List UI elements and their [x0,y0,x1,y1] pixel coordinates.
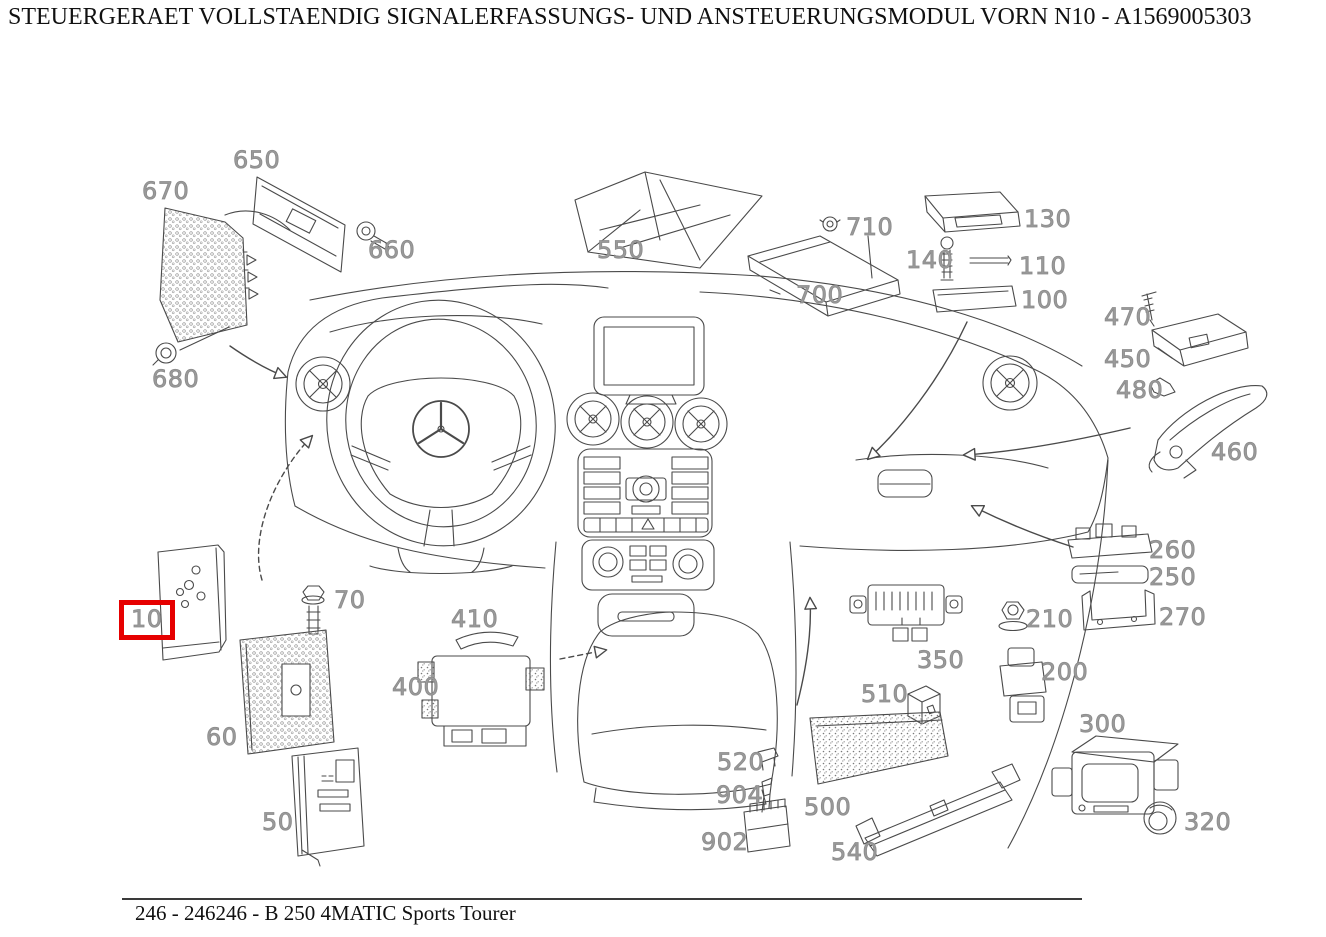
part-60-module [239,629,335,755]
part-300-head-unit [1051,735,1179,815]
part-700-control-module [747,235,901,317]
leader-arrows [179,235,1131,706]
part-110-pin [969,255,1012,266]
page-title: STEUERGERAET VOLLSTAENDIG SIGNALERFASSUN… [8,4,1252,30]
part-callout-480[interactable]: 480 [1116,376,1164,404]
part-callout-650[interactable]: 650 [233,146,281,174]
part-130-control-unit [924,191,1021,233]
part-callout-710[interactable]: 710 [846,213,894,241]
part-660-screw [356,221,391,250]
part-callout-902[interactable]: 902 [701,828,749,856]
part-670-bracket [159,207,291,343]
part-200-switch-module [999,647,1047,723]
model-info: 246 - 246246 - B 250 4MATIC Sports Toure… [135,901,516,925]
part-callout-410[interactable]: 410 [451,605,499,633]
part-650-panel [252,176,346,273]
part-520-fuse [757,747,779,771]
part-410-cover [455,631,519,650]
part-70-bolt [301,585,325,635]
part-callout-520[interactable]: 520 [717,748,765,776]
part-100-bracket [932,285,1017,313]
part-callout-50[interactable]: 50 [262,808,294,836]
part-320-grommet [1143,801,1177,835]
part-callout-260[interactable]: 260 [1149,536,1197,564]
part-callout-670[interactable]: 670 [142,177,190,205]
part-540-crossmember [855,763,1021,857]
part-callout-10-selected[interactable]: 10 [119,600,175,640]
part-callout-70[interactable]: 70 [334,586,366,614]
part-460-bracket-assembly [1148,385,1268,479]
center-display [593,316,705,405]
part-140-screw [940,236,954,281]
part-callout-904[interactable]: 904 [716,781,764,809]
part-902-fuse-holder [743,798,791,853]
part-50-module [291,747,365,867]
part-callout-400[interactable]: 400 [392,673,440,701]
part-680-nut [152,342,177,366]
center-air-vents [566,392,728,451]
part-callout-210[interactable]: 210 [1026,605,1074,633]
passenger-air-vent [982,355,1038,411]
part-callout-460[interactable]: 460 [1211,438,1259,466]
part-470-screw [1141,291,1157,327]
climate-control-unit [581,539,715,591]
part-710-grommet [819,216,841,232]
part-260-bracket-modules [1067,523,1153,559]
part-450-module [1151,313,1249,367]
part-callout-270[interactable]: 270 [1159,603,1207,631]
part-callout-60[interactable]: 60 [206,723,238,751]
part-callout-130[interactable]: 130 [1024,205,1072,233]
part-callout-320[interactable]: 320 [1184,808,1232,836]
part-10-bracket-plate [157,544,227,661]
part-callout-250[interactable]: 250 [1149,563,1197,591]
part-270-u-bracket [1081,589,1156,631]
center-stack-controls [577,448,713,538]
part-callout-660[interactable]: 660 [368,236,416,264]
part-250-module [1071,565,1149,584]
part-callout-100[interactable]: 100 [1021,286,1069,314]
part-500-mounting-plate [809,711,949,785]
part-480-clip [1149,377,1176,397]
part-callout-350[interactable]: 350 [917,646,965,674]
part-350-relay-module [849,584,963,642]
part-callout-450[interactable]: 450 [1104,345,1152,373]
part-callout-300[interactable]: 300 [1079,710,1127,738]
part-400-module [417,655,545,747]
part-callout-510[interactable]: 510 [861,680,909,708]
part-callout-110[interactable]: 110 [1019,252,1067,280]
part-callout-680[interactable]: 680 [152,365,200,393]
part-callout-550[interactable]: 550 [597,236,645,264]
left-air-vent [295,356,351,412]
part-callout-540[interactable]: 540 [831,838,879,866]
steering-wheel [326,299,556,575]
part-callout-700[interactable]: 700 [796,281,844,309]
part-callout-200[interactable]: 200 [1041,658,1089,686]
part-callout-470[interactable]: 470 [1104,303,1152,331]
part-callout-500[interactable]: 500 [804,793,852,821]
footer-divider [122,898,1082,900]
part-210-nut [998,601,1028,632]
part-callout-140[interactable]: 140 [906,246,954,274]
part-550-insulation-mat [574,171,763,269]
